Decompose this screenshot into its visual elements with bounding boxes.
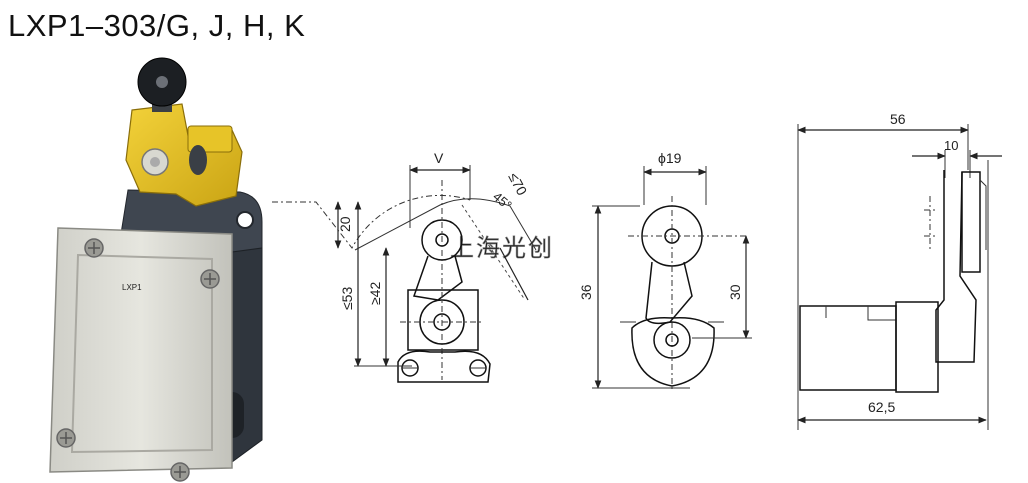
dim-53-label: ≤53 <box>339 287 355 310</box>
mounting-hole-icon <box>236 211 254 229</box>
screw-icon <box>56 428 76 448</box>
dim-20-label: 20 <box>337 216 353 232</box>
product-photo: LXP1 <box>49 57 263 482</box>
dim-v-label: V <box>434 150 444 166</box>
dim-36-label: 36 <box>578 284 594 300</box>
screw-icon <box>200 269 220 289</box>
side-view-drawing: ϕ19 36 30 <box>578 150 752 390</box>
photo-label-text: LXP1 <box>122 283 142 292</box>
model-title: LXP1–303/G, J, H, K <box>8 8 306 43</box>
dim-phi19-label: ϕ19 <box>658 150 682 166</box>
dim-30-label: 30 <box>727 284 743 300</box>
dim-radius-label: ≤70 <box>505 170 530 198</box>
front-view-drawing: V 20 ≤53 ≥42 ≤70 45° <box>272 150 537 383</box>
dim-56-label: 56 <box>890 111 906 127</box>
screw-icon <box>170 462 190 482</box>
dim-42-label: ≥42 <box>367 282 383 305</box>
screw-icon <box>84 238 104 258</box>
end-view-drawing: 56 10 62,5 <box>797 111 1002 430</box>
dim-62-label: 62,5 <box>868 399 895 415</box>
watermark-text: 上海光创 <box>450 235 554 262</box>
switch-body <box>49 227 233 473</box>
yellow-lever-arm <box>125 103 243 207</box>
dim-10-label: 10 <box>944 138 958 153</box>
dim-angle-label: 45° <box>490 189 515 213</box>
